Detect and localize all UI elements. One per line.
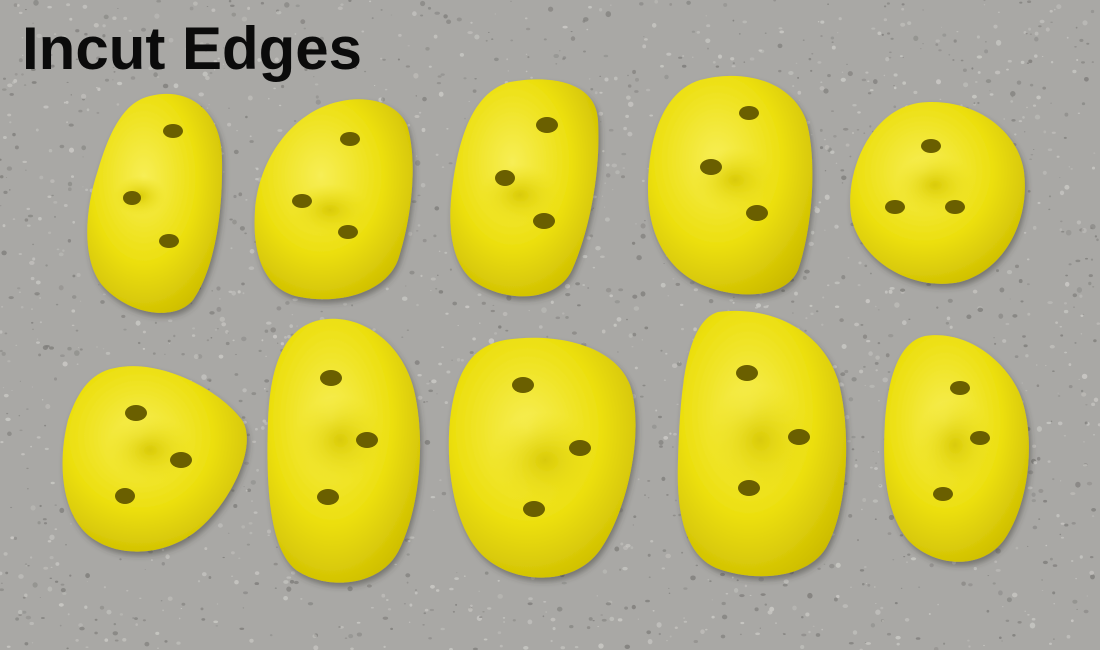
bolt-hole — [159, 234, 179, 248]
climbing-hold-4 — [648, 75, 813, 295]
bolt-hole — [950, 381, 970, 395]
climbing-hold-10 — [884, 335, 1029, 562]
climbing-hold-8 — [448, 337, 636, 578]
page-title: Incut Edges — [22, 15, 363, 82]
climbing-hold-7 — [267, 318, 421, 583]
bolt-hole — [921, 139, 941, 153]
bolt-hole — [320, 370, 342, 386]
bolt-hole — [340, 132, 360, 146]
bolt-hole — [933, 487, 953, 501]
bolt-hole — [970, 431, 990, 445]
bolt-hole — [945, 200, 965, 214]
climbing-hold-6 — [62, 366, 247, 552]
bolt-hole — [533, 213, 555, 229]
bolt-hole — [338, 225, 358, 239]
bolt-hole — [170, 452, 192, 468]
bolt-hole — [512, 377, 534, 393]
bolt-hole — [569, 440, 591, 456]
bolt-hole — [115, 488, 135, 504]
bolt-hole — [292, 194, 312, 208]
bolt-hole — [746, 205, 768, 221]
climbing-hold-1 — [87, 93, 223, 313]
bolt-hole — [123, 191, 141, 205]
bolt-hole — [163, 124, 183, 138]
bolt-hole — [788, 429, 810, 445]
bolt-hole — [700, 159, 722, 175]
bolt-hole — [536, 117, 558, 133]
bolt-hole — [739, 106, 759, 120]
bolt-hole — [356, 432, 378, 448]
bolt-hole — [317, 489, 339, 505]
bolt-hole — [736, 365, 758, 381]
climbing-hold-5 — [850, 102, 1025, 284]
climbing-hold-3 — [450, 79, 599, 297]
climbing-hold-9 — [677, 310, 847, 577]
bolt-hole — [495, 170, 515, 186]
bolt-hole — [738, 480, 760, 496]
bolt-hole — [523, 501, 545, 517]
bolt-hole — [125, 405, 147, 421]
bolt-hole — [885, 200, 905, 214]
climbing-hold-2 — [254, 99, 413, 300]
